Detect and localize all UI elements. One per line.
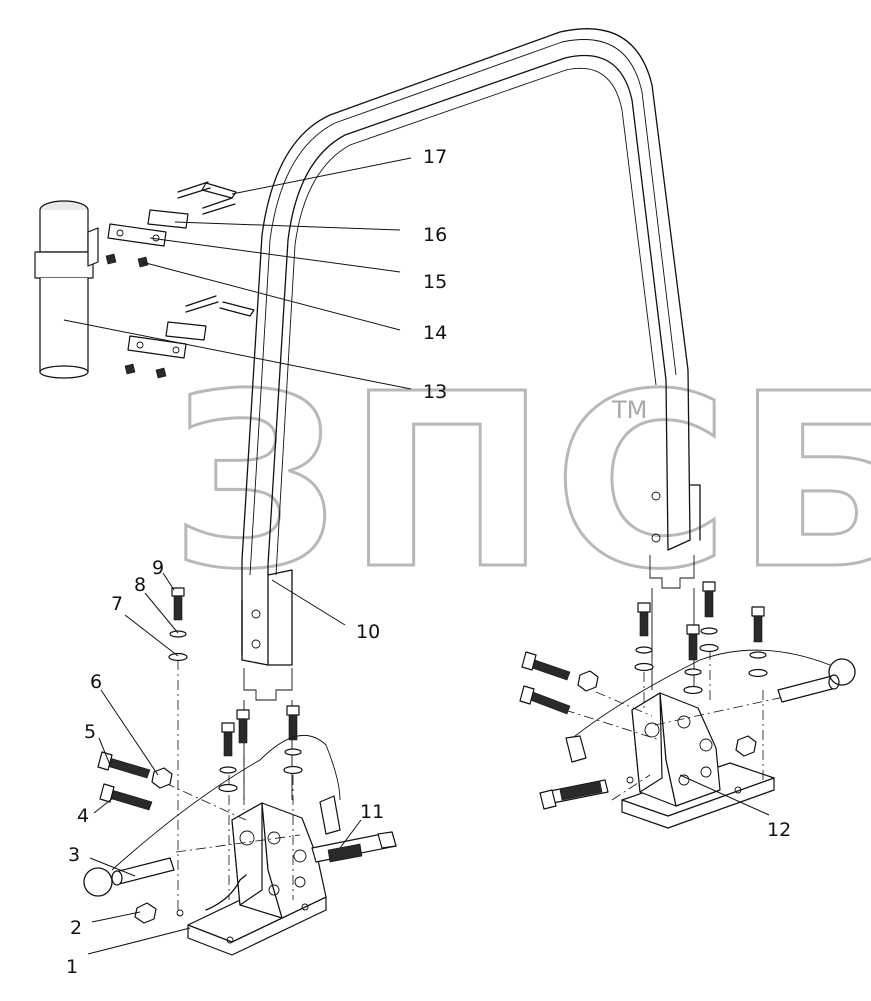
rollover-frame (241, 28, 701, 800)
watermark-trademark: TM (611, 396, 647, 424)
callout-8: 8 (134, 574, 146, 596)
callout-numbers: 1 2 3 4 5 6 7 8 9 10 11 12 13 14 15 16 1… (66, 146, 791, 978)
right-bolts (519, 581, 768, 810)
callout-11: 11 (360, 801, 384, 823)
left-bolts (97, 587, 397, 924)
callout-14: 14 (423, 322, 447, 344)
leader-lines (63, 157, 770, 955)
callout-3: 3 (68, 844, 80, 866)
watermark-text: ЗПСБ (170, 342, 871, 622)
callout-9: 9 (152, 557, 164, 579)
callout-7: 7 (111, 593, 123, 615)
right-pin (565, 649, 856, 763)
assembly-axes (164, 650, 785, 915)
callout-10: 10 (356, 621, 380, 643)
callout-17: 17 (423, 146, 447, 168)
callout-6: 6 (90, 671, 102, 693)
watermark: ЗПСБ TM (169, 341, 871, 624)
left-pin (83, 734, 341, 897)
callout-4: 4 (77, 805, 89, 827)
callout-2: 2 (70, 917, 82, 939)
left-base-bracket (176, 802, 327, 956)
callout-5: 5 (84, 721, 96, 743)
callout-1: 1 (66, 956, 78, 978)
right-base-bracket (621, 692, 775, 829)
callout-15: 15 (423, 271, 447, 293)
callout-13: 13 (423, 381, 447, 403)
canister-assembly (34, 181, 255, 379)
callout-16: 16 (423, 224, 447, 246)
callout-12: 12 (767, 819, 791, 841)
